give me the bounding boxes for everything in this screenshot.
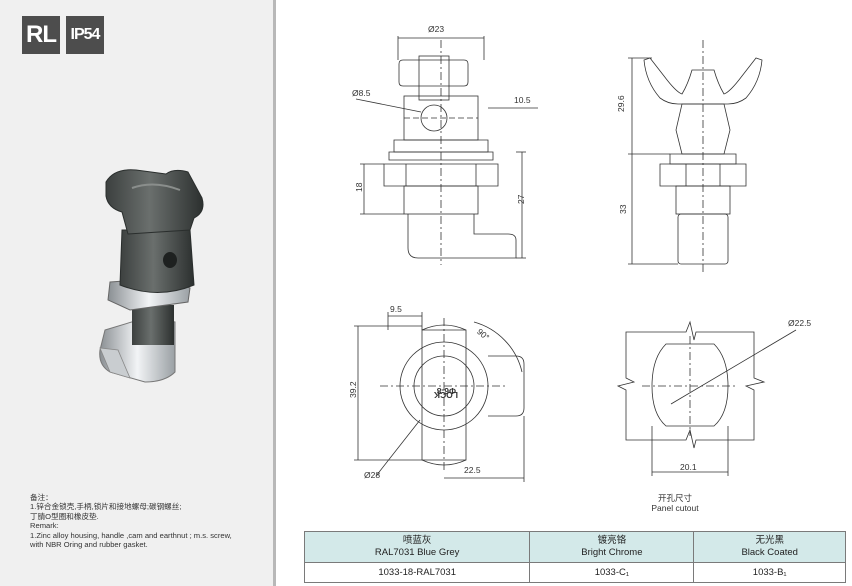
panel-cutout-caption: 开孔尺寸 Panel cutout bbox=[640, 493, 710, 513]
dim-18: 18 bbox=[354, 182, 364, 192]
dim-10-5: 10.5 bbox=[514, 95, 531, 105]
remarks-block: 备注： 1.锌合金锁壳,手柄,锁片和接地螺母;碳钢螺丝; 丁腈O型圈和橡皮垫. … bbox=[30, 493, 270, 549]
panel-cutout-en: Panel cutout bbox=[651, 503, 699, 513]
lock-thread bbox=[132, 305, 174, 345]
technical-drawing: Ø23 Ø8.5 10.5 18 27 29.6 33 9.5 90° 39.2… bbox=[348, 24, 811, 482]
face-size-label: Φ6-8 bbox=[436, 386, 456, 396]
lock-housing bbox=[119, 229, 195, 293]
dim-angle-90: 90° bbox=[475, 326, 491, 342]
product-photo bbox=[99, 169, 204, 383]
part-code-black-coated: 1033-B₁ bbox=[693, 562, 846, 583]
dim-22-5: 22.5 bbox=[464, 465, 481, 475]
ip-rating-badge: IP54 bbox=[66, 16, 104, 54]
side-view bbox=[628, 40, 763, 275]
finish-table-row: 1033-18-RAL7031 1033-C₁ 1033-B₁ bbox=[303, 562, 846, 583]
panel-cutout-view bbox=[616, 320, 797, 476]
panel-divider bbox=[273, 0, 276, 586]
dim-27: 27 bbox=[516, 194, 526, 204]
model-badge: RL bbox=[22, 16, 60, 54]
t-handle bbox=[105, 169, 204, 235]
remarks-title: 备注： bbox=[30, 493, 53, 502]
dim-29-6: 29.6 bbox=[616, 95, 626, 112]
remarks-en-title: Remark: bbox=[30, 521, 59, 531]
part-code-blue-grey: 1033-18-RAL7031 bbox=[303, 562, 531, 583]
dim-9-5: 9.5 bbox=[390, 304, 402, 314]
remarks-en-line2: with NBR Oring and rubber gasket. bbox=[30, 540, 148, 550]
keyhole bbox=[163, 252, 177, 268]
face-lock-label: LOCK bbox=[433, 390, 458, 400]
remarks-en-line1: 1.Zinc alloy housing, handle ,cam and ea… bbox=[30, 530, 232, 540]
dim-39-2: 39.2 bbox=[348, 381, 358, 398]
panel-cutout-cn: 开孔尺寸 bbox=[657, 493, 692, 503]
dim-cutout-20-1: 20.1 bbox=[680, 462, 697, 472]
top-view bbox=[354, 312, 525, 482]
remarks-cn-line2: 丁腈O型圈和橡皮垫. bbox=[30, 511, 99, 521]
part-code-bright-chrome: 1033-C₁ bbox=[529, 562, 695, 583]
front-view bbox=[355, 36, 538, 265]
dim-d8-5: Ø8.5 bbox=[352, 88, 371, 98]
dim-d23: Ø23 bbox=[428, 24, 444, 34]
dim-33: 33 bbox=[618, 204, 628, 214]
dim-d28: Ø28 bbox=[364, 470, 380, 480]
dim-d22-5: Ø22.5 bbox=[788, 318, 811, 328]
remarks-cn-line1: 1.锌合金锁壳,手柄,锁片和接地螺母;碳钢螺丝; bbox=[30, 502, 182, 512]
